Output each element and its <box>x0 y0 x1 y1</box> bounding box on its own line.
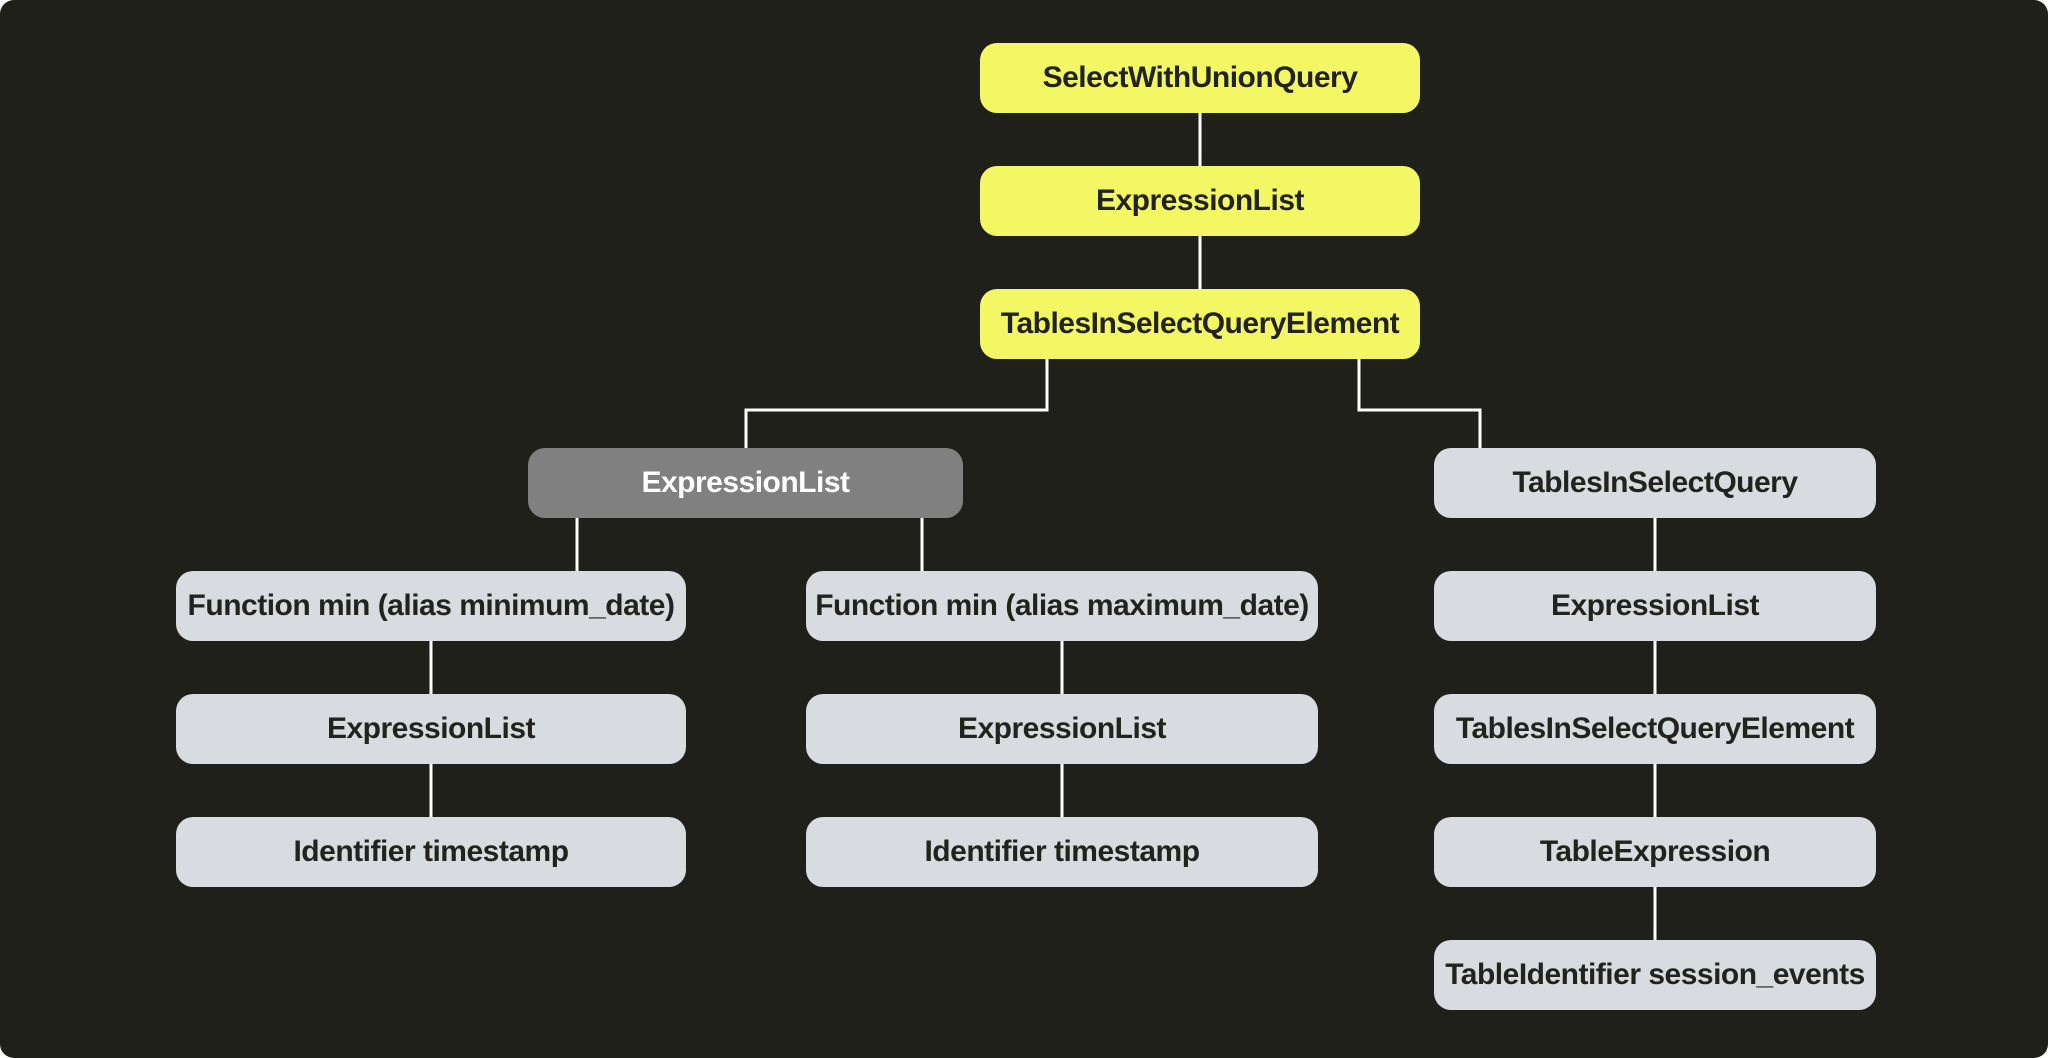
tree-edge-tables-in-select-query-element-top--tables-in-select-query <box>1357 359 1482 448</box>
tree-node-expression-list-selected[interactable]: ExpressionList <box>528 448 963 518</box>
tree-node-table-identifier-session-events[interactable]: TableIdentifier session_events <box>1434 940 1876 1010</box>
tree-node-expression-list-right[interactable]: ExpressionList <box>1434 571 1876 641</box>
tree-node-expression-list-top[interactable]: ExpressionList <box>980 166 1420 236</box>
tree-node-select-with-union-query[interactable]: SelectWithUnionQuery <box>980 43 1420 113</box>
tree-node-identifier-timestamp-max[interactable]: Identifier timestamp <box>806 817 1318 887</box>
tree-node-tables-in-select-query-element-top[interactable]: TablesInSelectQueryElement <box>980 289 1420 359</box>
tree-node-tables-in-select-query[interactable]: TablesInSelectQuery <box>1434 448 1876 518</box>
tree-node-expression-list-min[interactable]: ExpressionList <box>176 694 686 764</box>
tree-node-tables-in-select-query-element-right[interactable]: TablesInSelectQueryElement <box>1434 694 1876 764</box>
tree-node-function-min-maximum-date[interactable]: Function min (alias maximum_date) <box>806 571 1318 641</box>
tree-node-function-min-minimum-date[interactable]: Function min (alias minimum_date) <box>176 571 686 641</box>
tree-node-identifier-timestamp-min[interactable]: Identifier timestamp <box>176 817 686 887</box>
tree-node-expression-list-max[interactable]: ExpressionList <box>806 694 1318 764</box>
tree-node-table-expression[interactable]: TableExpression <box>1434 817 1876 887</box>
tree-edge-tables-in-select-query-element-top--expression-list-selected <box>744 359 1049 448</box>
